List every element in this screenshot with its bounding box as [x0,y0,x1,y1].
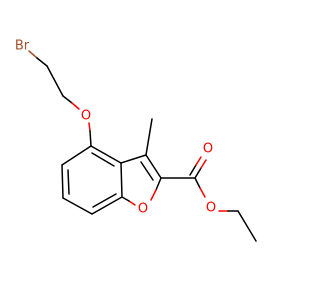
bond-ethyl-c-c [237,210,257,242]
bond-c3-c2 [145,154,162,179]
bond-c-o-single-dark [194,177,201,189]
bond-c-o-single [199,187,206,198]
bond-c-o-ether-dark [62,95,73,104]
bond-c5-c6 [61,164,64,199]
bond-c7a-c3a [120,162,123,198]
bond-c3a-c4 [90,145,122,164]
bond-c3a-c4-inner [91,152,115,167]
bond-c3-methyl [145,118,153,156]
atom-bromine: Br [15,39,30,54]
bond-c7-c7a-inner [92,193,117,208]
bond-c3a-c3 [120,154,147,164]
molecule-canvas: Br O O O O [14,38,257,242]
atom-carbonyl-oxygen: O [203,142,213,157]
bond-c2-o1-dark [155,177,162,191]
bond-c2-o1 [150,189,157,201]
atom-ester-oxygen: O [206,201,216,216]
bond-o-c4 [88,122,91,132]
atom-labels: Br O O O O [15,39,216,217]
bond-c-o-double-a [200,159,207,169]
bond-c-o-double-b-dark [189,164,197,176]
atom-furan-oxygen: O [138,202,148,217]
bond-c5-c6-inner [67,169,70,195]
bond-o1-c7a [128,200,136,206]
structure-diagram: Br O O O O [15,39,257,242]
bond-o-c4-dark [89,130,92,147]
bond-c-o-double-b [195,156,202,166]
atom-ether-oxygen: O [81,109,91,124]
bond-br-c [28,50,38,59]
bond-c7-c7a [91,196,123,215]
bonds [28,50,257,242]
bond-c-o-ether [71,102,80,110]
bond-br-c-dark [36,57,48,67]
bond-c-c-chain [46,65,64,97]
bond-o1-c7a-dark [121,196,130,202]
bond-c4-c5 [61,145,92,166]
bond-c6-c7 [62,197,93,215]
bond-c-o-double-a-dark [194,167,202,179]
bond-c3-c2-inner [140,161,154,181]
